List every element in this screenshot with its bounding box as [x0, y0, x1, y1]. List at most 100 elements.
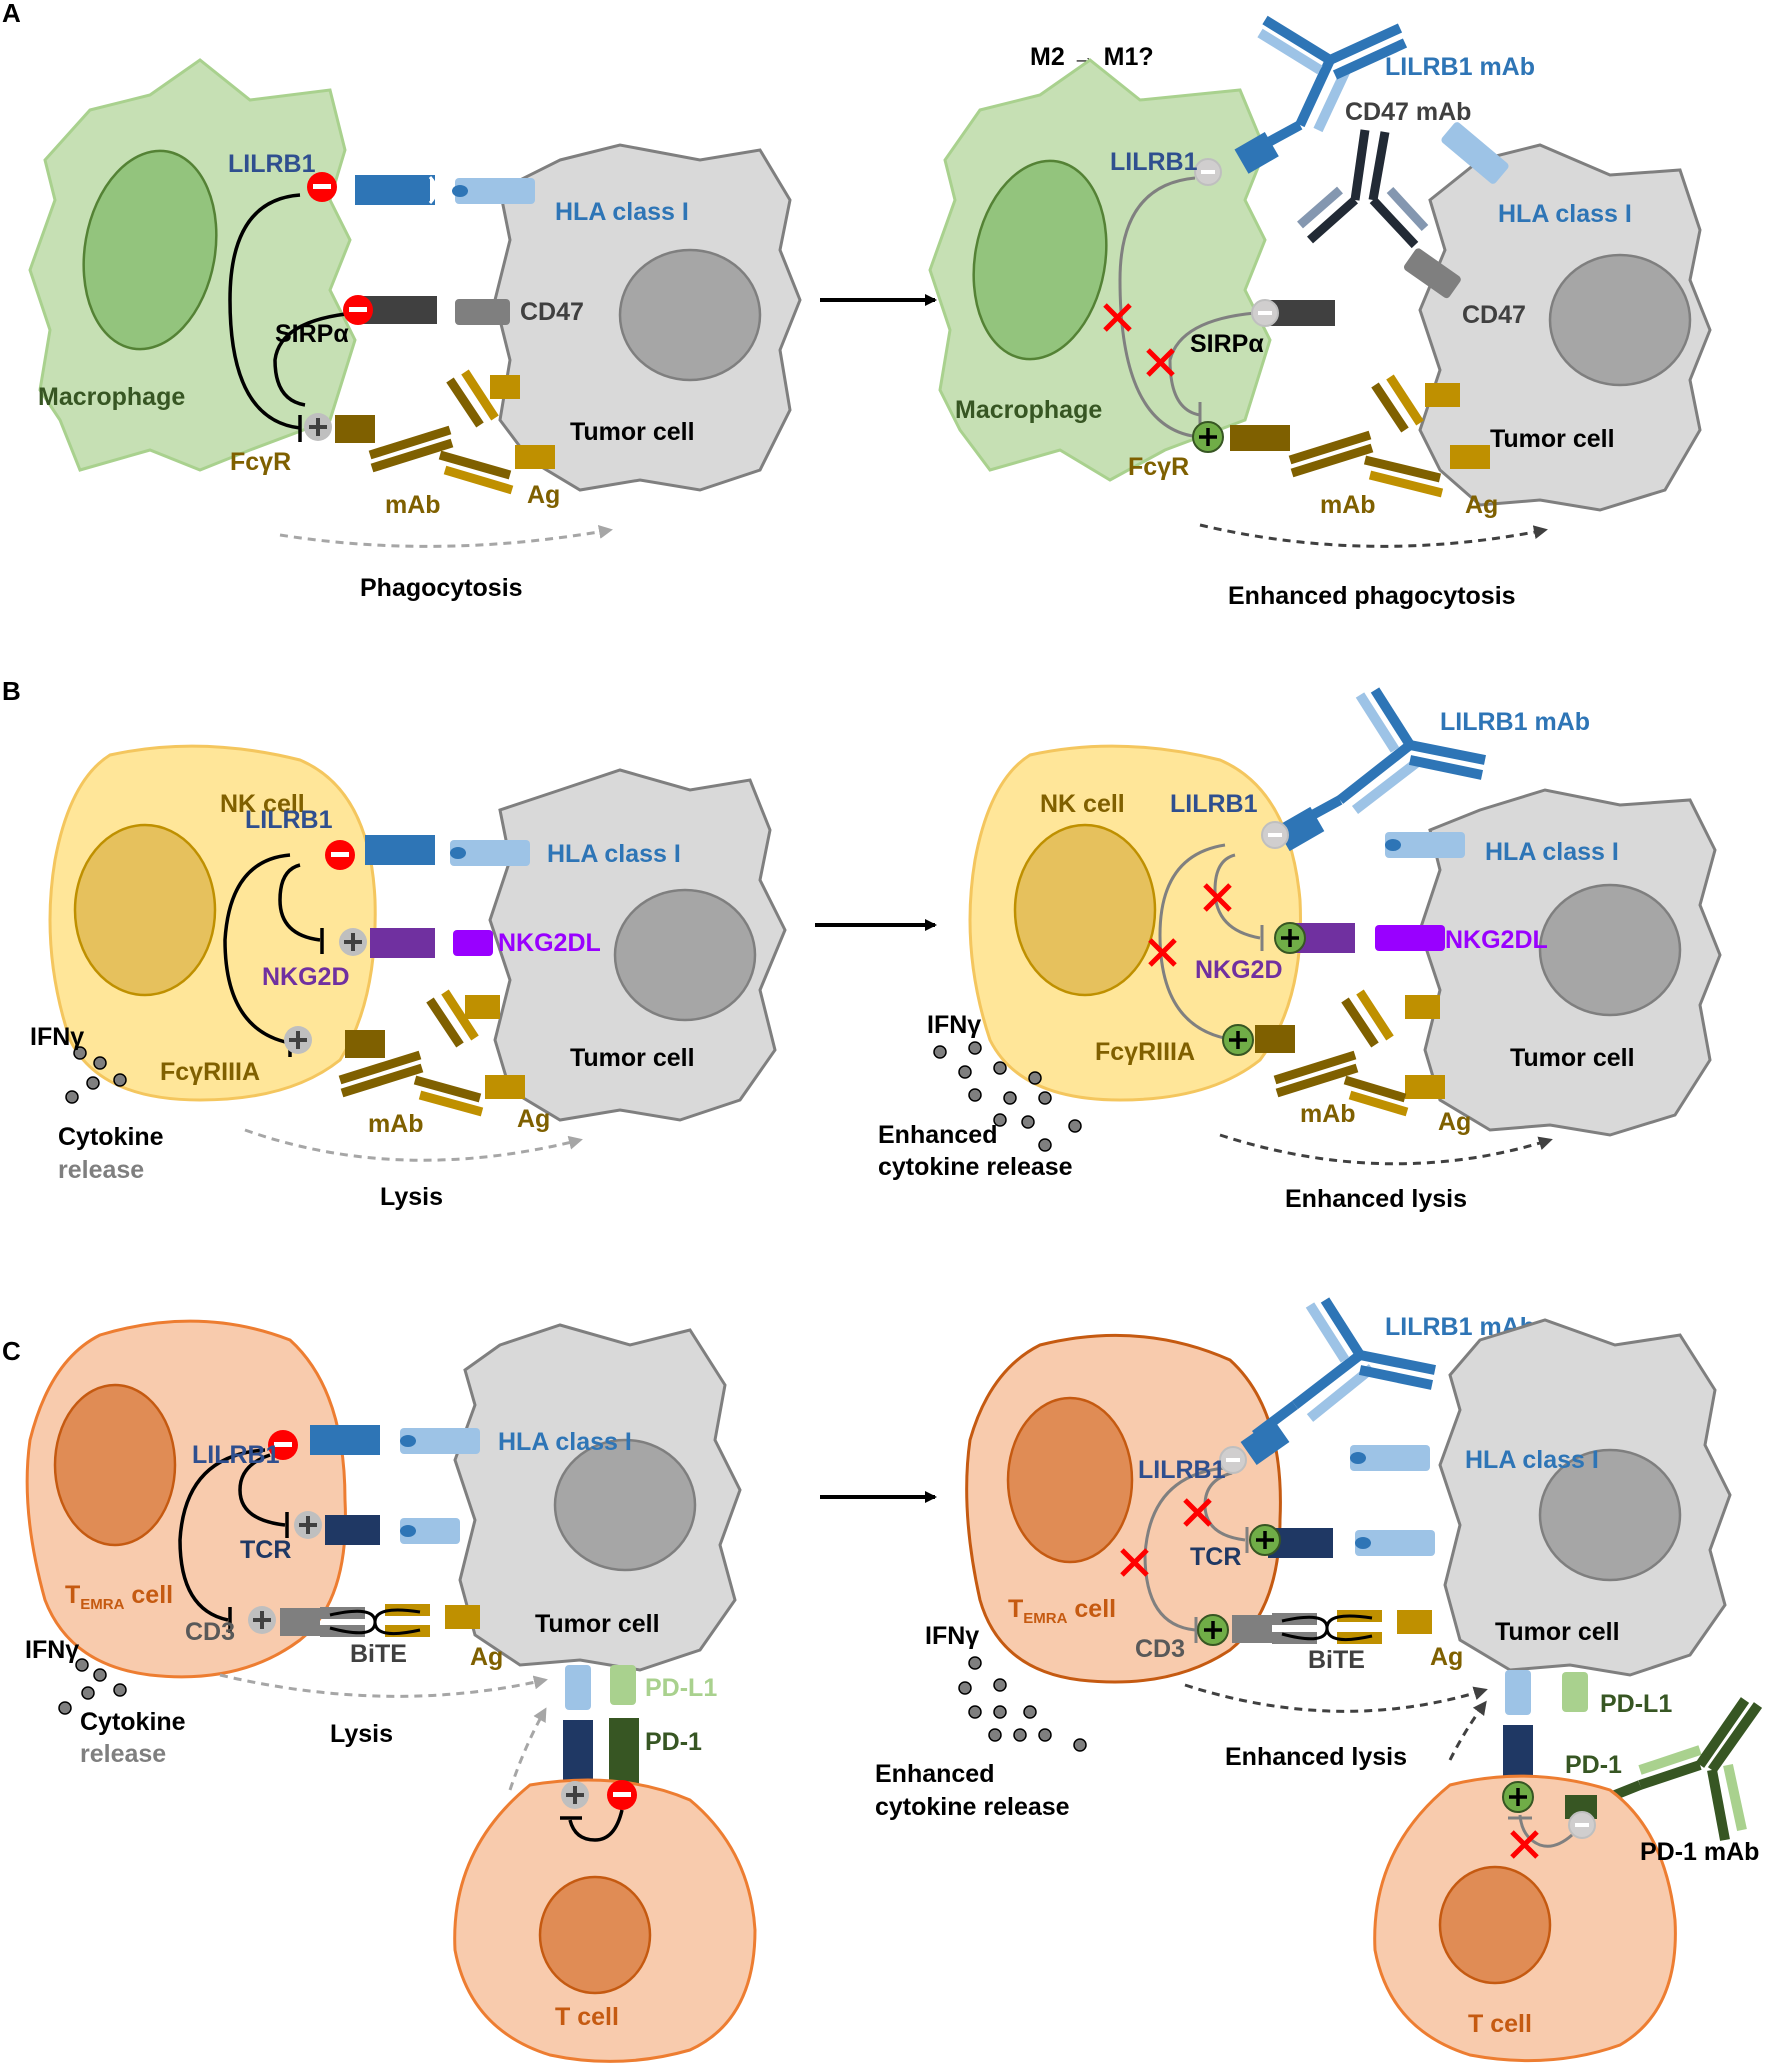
hla-ligand-b: [450, 840, 530, 866]
nk-nucleus-treated: [1013, 823, 1157, 997]
enhanced-label-b: Enhanced: [878, 1121, 997, 1149]
lilrb1-t-label: LILRB1: [192, 1441, 280, 1469]
mab-antibody: [368, 369, 514, 495]
tumor-nucleus-b-treated: [1538, 883, 1682, 1017]
tumor-label-c-treated: Tumor cell: [1495, 1618, 1620, 1646]
nkg2dl-label-treated: NKG2DL: [1445, 926, 1548, 954]
macrophage-label: Macrophage: [38, 383, 185, 411]
enhanced-lysis-arrow-b: [1219, 1133, 1553, 1166]
tumor-nucleus-c-treated: [1538, 1448, 1682, 1582]
lysis-arrow-b: [244, 1128, 583, 1162]
panel-a: A: [2, 0, 1712, 610]
tcell-enhanced-lysis-arrow-c: [1448, 1700, 1487, 1761]
panel-c-right: LILRB1 mAb: [875, 1297, 1763, 2063]
phagocytosis-label: Phagocytosis: [360, 574, 523, 602]
temra-label: TEMRA cell: [65, 1581, 173, 1613]
tumor-label-b-treated: Tumor cell: [1510, 1044, 1635, 1072]
tumor-label-c: Tumor cell: [535, 1610, 660, 1638]
ag-ligand-treated-1: [1425, 383, 1460, 407]
lysis-label-b: Lysis: [380, 1183, 443, 1211]
tcr-receptor-tcell: [563, 1720, 593, 1788]
ifng-dots-c-treated: [958, 1656, 1087, 1752]
tcell-lysis-arrow-c: [508, 1707, 547, 1791]
fcgr3a-label: FcγRIIIA: [160, 1058, 260, 1086]
tumor-label-treated: Tumor cell: [1490, 425, 1615, 453]
fcgr3a-label-treated: FcγRIIIA: [1095, 1038, 1195, 1066]
sirpa-label-treated: SIRPα: [1190, 330, 1264, 358]
tcr-label: TCR: [240, 1536, 291, 1564]
hla-ligand-c-treated: [1350, 1445, 1430, 1471]
enhanced-lysis-label-b: Enhanced lysis: [1285, 1185, 1467, 1213]
pd1-label-treated: PD-1: [1565, 1751, 1622, 1779]
tumor-nucleus-c: [553, 1438, 697, 1572]
t-cell-label-treated: T cell: [1468, 2010, 1532, 2038]
ag-ligand-2: [515, 445, 555, 469]
hla-ligand-c: [400, 1428, 480, 1454]
hla-label-b-treated: HLA class I: [1485, 838, 1619, 866]
sirpa-block-cross-icon: [1146, 348, 1175, 377]
panel-a-left: LILRB1 SIRPα FcγR Macrophage HLA class I…: [28, 58, 802, 602]
hla-ligand-c2: [400, 1518, 460, 1544]
enhanced-lysis-label-c: Enhanced lysis: [1225, 1743, 1407, 1771]
lilrb1-mab-antibody: [1242, 15, 1408, 160]
cd3-receptor: [280, 1608, 320, 1636]
pd1-label: PD-1: [645, 1728, 702, 1756]
sirpa-inhibit-line: [273, 311, 356, 407]
mab-antibody-b-treated: [1273, 989, 1409, 1117]
nk-nucleus: [73, 823, 217, 997]
sirpa-blocked-line: [1168, 311, 1256, 417]
hla-label: HLA class I: [555, 198, 689, 226]
ifng-dots-treated: [933, 1041, 1082, 1152]
lilrb1-nk-blocked-line: [1158, 843, 1236, 1042]
bite-label: BiTE: [350, 1640, 407, 1668]
panel-letter-a: A: [2, 0, 21, 28]
lilrb1-t-inhibit-line: [178, 1448, 266, 1622]
ifng-dots: [65, 1046, 127, 1104]
ag-ligand-b2: [485, 1075, 525, 1099]
phagocytosis-arrow: [279, 525, 613, 548]
release-label-b: release: [58, 1156, 144, 1184]
cd3-receptor-treated: [1232, 1615, 1272, 1643]
t-cell-nucleus: [538, 1875, 652, 1995]
pd1-receptor: [609, 1718, 639, 1788]
lilrb1-mab-label: LILRB1 mAb: [1385, 53, 1535, 81]
hla-label-c: HLA class I: [498, 1428, 632, 1456]
hla-label-treated: HLA class I: [1498, 200, 1632, 228]
lilrb1-nk-label-treated: LILRB1: [1170, 790, 1258, 818]
panel-b-right: LILRB1 mAb: [878, 687, 1722, 1213]
lilrb1-nk-inhibit-line: [223, 853, 291, 1045]
panel-c: C: [2, 1297, 1763, 2063]
fcgr3a-receptor: [345, 1030, 385, 1058]
pd1-block-cross-icon: [1510, 1830, 1539, 1859]
ifng-label-c: IFNγ: [25, 1636, 79, 1664]
hla-ligand-b-treated: [1385, 832, 1465, 858]
t-cell-label: T cell: [555, 2003, 619, 2031]
enhanced-label-c: Enhanced: [875, 1760, 994, 1788]
lilrb1-block-cross-icon: [1103, 303, 1132, 332]
fcgr-label: FcγR: [230, 448, 291, 476]
mab-label-b: mAb: [368, 1110, 424, 1138]
t-cell-nucleus-treated: [1438, 1865, 1552, 1985]
nkg2d-label-treated: NKG2D: [1195, 956, 1283, 984]
macrophage-label-treated: Macrophage: [955, 396, 1102, 424]
hla-ligand-treated: [1441, 122, 1509, 184]
tcr-receptor: [325, 1515, 380, 1545]
fcgr3a-receptor-treated: [1255, 1025, 1295, 1053]
pdl1-label: PD-L1: [645, 1674, 717, 1702]
lilrb1-receptor-t-treated: [1240, 1419, 1290, 1465]
lysis-label-c: Lysis: [330, 1720, 393, 1748]
cd47-ligand-treated: [1403, 248, 1461, 299]
release-label-c: release: [80, 1740, 166, 1768]
ifng-label-b: IFNγ: [30, 1023, 84, 1051]
enhanced-lysis-arrow-c: [1184, 1683, 1488, 1713]
fcgr-receptor: [335, 415, 375, 443]
pd1-mab-label: PD-1 mAb: [1640, 1838, 1759, 1866]
sirpa-receptor: [362, 296, 437, 324]
ag-ligand-1: [490, 375, 520, 399]
lilrb1-label: LILRB1: [228, 150, 316, 178]
lilrb1-label-treated: LILRB1: [1110, 148, 1198, 176]
temra-nucleus: [53, 1383, 177, 1547]
tumor-label: Tumor cell: [570, 418, 695, 446]
panel-letter-c: C: [2, 1336, 21, 1366]
lilrb1-nk-label: LILRB1: [245, 806, 333, 834]
